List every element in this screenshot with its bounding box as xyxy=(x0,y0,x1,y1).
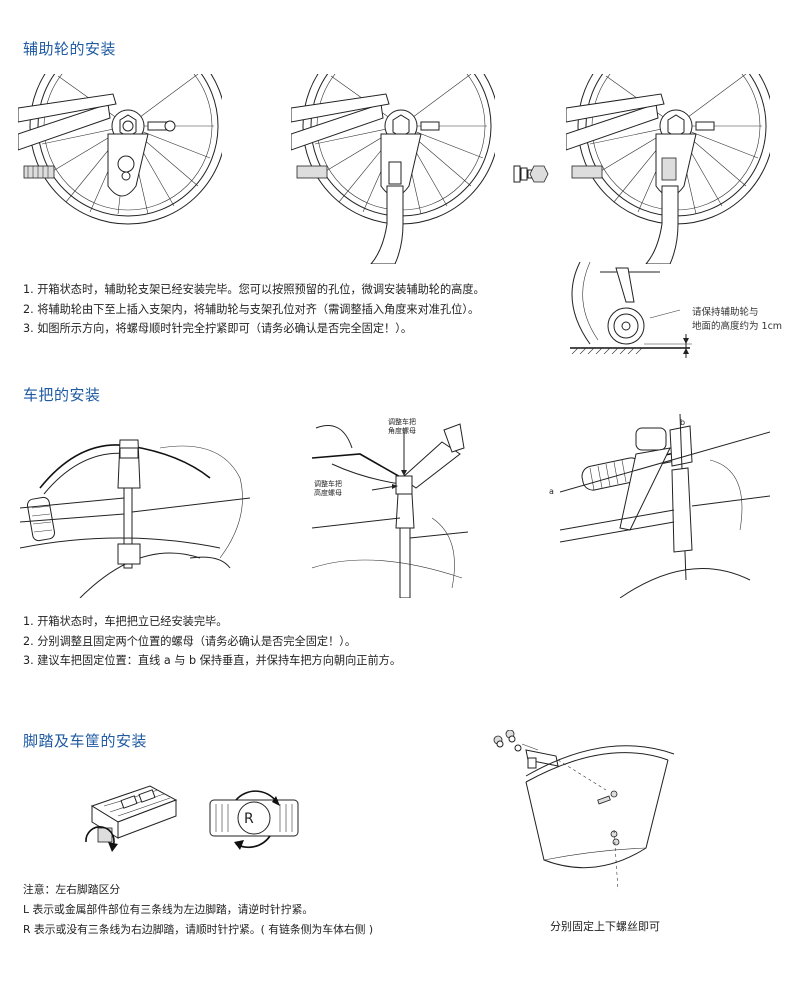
section-title-pedal-basket: 脚踏及车筐的安装 xyxy=(23,732,148,750)
step-3: 3. 建议车把固定位置：直线 a 与 b 保持垂直，并保持车把方向朝向正前方。 xyxy=(23,654,402,667)
wheel-ground-clearance-illustration xyxy=(560,262,700,362)
note-left-pedal: L 表示或金属部件部位有三条线为左边脚踏，请逆时针拧紧。 xyxy=(23,903,314,916)
wheel-bracket-illustration-1 xyxy=(18,74,222,230)
note-right-pedal: R 表示或没有三条线为右边脚踏，请顺时针拧紧。( 有链条侧为车体右侧 ) xyxy=(23,923,374,936)
label-angle-nut-line-2: 角度螺母 xyxy=(388,427,416,435)
left-pedal-illustration xyxy=(78,776,182,856)
step-1: 1. 开箱状态时，辅助轮支架已经安装完毕。您可以按照预留的孔位，微调安装辅助轮的… xyxy=(23,283,485,296)
pedal-notes: 注意：左右脚踏区分 L 表示或金属部件部位有三条线为左边脚踏，请逆时针拧紧。 R… xyxy=(23,880,373,940)
handlebar-illustration-2 xyxy=(312,418,468,598)
height-note: 请保持辅助轮与 地面的高度约为 1cm xyxy=(692,306,782,334)
handlebar-steps: 1. 开箱状态时，车把把立已经安装完毕。 2. 分别调整且固定两个位置的螺母（请… xyxy=(23,612,401,671)
step-3: 3. 如图所示方向，将螺母顺时针完全拧紧即可（请务必确认是否完全固定！）。 xyxy=(23,322,413,335)
line-a-label: a xyxy=(549,487,554,496)
step-1: 1. 开箱状态时，车把把立已经安装完毕。 xyxy=(23,615,228,628)
section-title-training-wheels: 辅助轮的安装 xyxy=(23,40,117,58)
section-title-handlebar: 车把的安装 xyxy=(23,386,101,404)
wheel-bracket-illustration-2 xyxy=(291,74,495,264)
basket-caption: 分别固定上下螺丝即可 xyxy=(550,920,660,933)
step-2: 2. 将辅助轮由下至上插入支架内，将辅助轮与支架孔位对齐（需调整插入角度来对准孔… xyxy=(23,302,480,316)
label-height-nut-line-1: 调整车把 xyxy=(314,480,342,488)
note-title: 注意：左右脚踏区分 xyxy=(23,883,121,896)
label-height-nut: 调整车把 高度螺母 xyxy=(314,480,342,498)
handlebar-illustration-3 xyxy=(560,410,770,598)
training-wheels-steps: 1. 开箱状态时，辅助轮支架已经安装完毕。您可以按照预留的孔位，微调安装辅助轮的… xyxy=(23,280,485,339)
handlebar-illustration-1 xyxy=(20,418,250,598)
label-angle-nut: 调整车把 角度螺母 xyxy=(388,418,416,436)
right-pedal-illustration xyxy=(206,790,302,854)
height-note-line-2: 地面的高度约为 1cm xyxy=(692,321,783,332)
height-note-line-1: 请保持辅助轮与 xyxy=(692,307,759,318)
wheel-bracket-illustration-3 xyxy=(566,74,770,264)
label-angle-nut-line-1: 调整车把 xyxy=(388,418,416,426)
basket-illustration xyxy=(486,730,676,900)
line-b-label: b xyxy=(680,418,686,427)
step-2: 2. 分别调整且固定两个位置的螺母（请务必确认是否完全固定！）。 xyxy=(23,634,357,648)
label-height-nut-line-2: 高度螺母 xyxy=(314,489,342,497)
nut-bolt-icon xyxy=(510,160,550,188)
pedal-r-mark: R xyxy=(244,811,254,827)
